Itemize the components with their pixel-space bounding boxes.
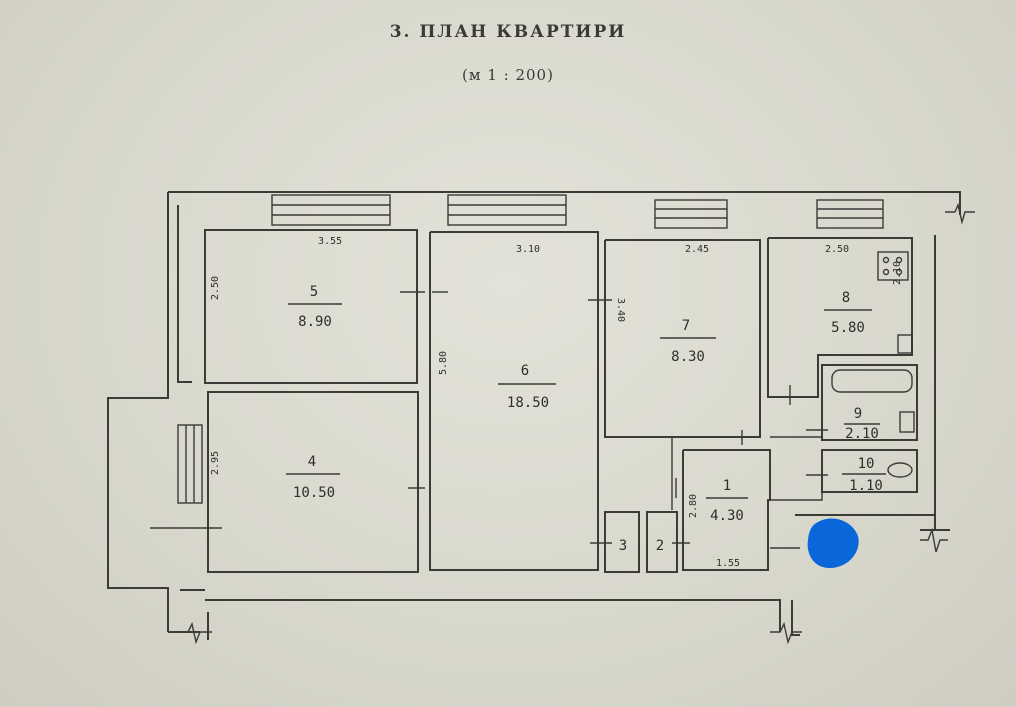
room-labels: 5 8.90 4 10.50 6 18.50 7 8.30 8 5.80 9 2… [286, 284, 886, 554]
room-2-number: 2 [656, 538, 664, 554]
blue-marker [807, 518, 859, 568]
room-6-area: 18.50 [507, 395, 549, 411]
dimension-labels: 3.55 2.50 3.10 5.80 2.45 3.40 2.50 2.10 … [210, 236, 903, 569]
washbasin-icon [899, 411, 915, 433]
dim-room8-height: 2.10 [892, 261, 903, 285]
room-8-outline [767, 237, 913, 398]
dim-room1-width: 1.55 [716, 558, 740, 569]
room-5-number: 5 [310, 284, 318, 300]
room-8-area: 5.80 [831, 320, 865, 336]
room-4-area: 10.50 [293, 485, 335, 501]
room-4-number: 4 [308, 454, 316, 470]
room-10-number: 10 [858, 456, 875, 472]
dim-room8-width: 2.50 [825, 244, 849, 255]
room-1-outline [682, 449, 771, 571]
dim-room6-height: 5.80 [438, 351, 449, 375]
sink-icon [897, 334, 913, 354]
room-10-outline [821, 449, 918, 493]
plan-scale: (м 1 : 200) [462, 66, 554, 84]
stove-icon [877, 251, 909, 281]
outer-walls [107, 191, 961, 640]
dim-room5-width: 3.55 [318, 236, 342, 247]
fixtures [831, 251, 915, 478]
room-5-outline [204, 229, 418, 384]
break-marks [180, 202, 975, 645]
room-1-number: 1 [723, 478, 731, 494]
room-9-number: 9 [854, 406, 862, 422]
room-1-area: 4.30 [710, 508, 744, 524]
windows [177, 194, 884, 504]
room-7-number: 7 [682, 318, 690, 334]
room-6-outline [429, 231, 599, 571]
room-10-area: 1.10 [849, 478, 883, 494]
dim-room7-width: 2.45 [685, 244, 709, 255]
room-4-outline [207, 391, 419, 573]
room-3-outline [604, 511, 640, 573]
dim-room4-height: 2.95 [210, 451, 221, 475]
room-5-area: 8.90 [298, 314, 332, 330]
dim-room1-height: 2.80 [688, 494, 699, 518]
room-9-outline [821, 364, 918, 441]
room-9-area: 2.10 [845, 426, 879, 442]
toilet-icon [887, 462, 913, 478]
room-outlines [204, 229, 918, 573]
plan-title: 3. ПЛАН КВАРТИРИ [389, 22, 627, 42]
dim-room5-height: 2.50 [210, 276, 221, 300]
dim-room7-height: 3.40 [615, 298, 626, 322]
room-7-area: 8.30 [671, 349, 705, 365]
room-3-number: 3 [619, 538, 627, 554]
bathtub-icon [831, 369, 913, 393]
dim-room6-width: 3.10 [516, 244, 540, 255]
door-marks [150, 291, 828, 549]
room-7-outline [604, 239, 761, 438]
room-6-number: 6 [521, 363, 529, 379]
room-2-outline [646, 511, 678, 573]
room-8-number: 8 [842, 290, 850, 306]
